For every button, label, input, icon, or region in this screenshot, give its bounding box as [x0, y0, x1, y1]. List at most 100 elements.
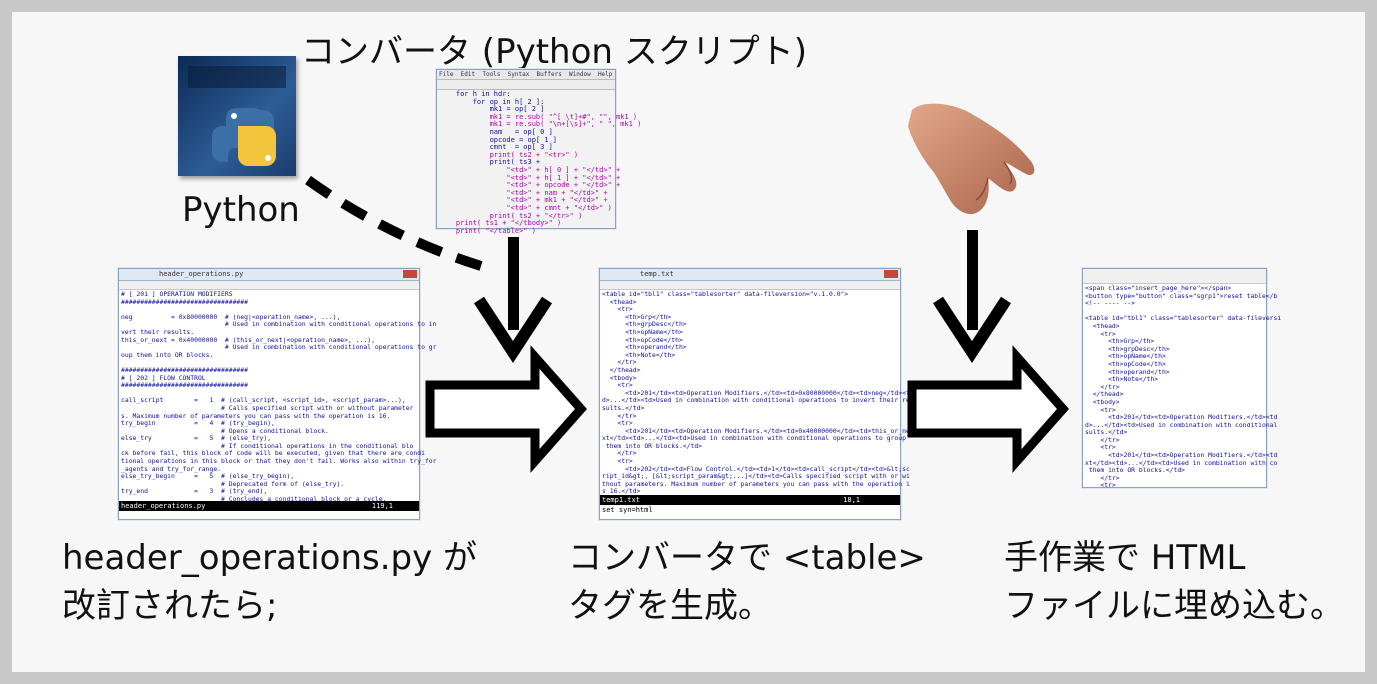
source-code-line: # Deprecated form of (else_try). — [121, 479, 345, 488]
final-code-line: <th>opName</th> — [1085, 352, 1166, 361]
output-code-line: <th>opName</th> — [602, 327, 683, 336]
converter-code-line: print( ts1 + "</tbody>" ) — [439, 219, 562, 228]
final-code-line: <th>Grp</th> — [1085, 337, 1155, 346]
final-code-line: them into OR blocks.</td> — [1085, 466, 1186, 475]
down-arrow-converter — [473, 237, 553, 363]
flow-arrows — [305, 175, 1070, 473]
converter-code-line: "<td>" + cmnt + "</td>" ) — [439, 203, 612, 212]
output-code-line: </tr> — [602, 449, 637, 458]
step2-caption: コンバータで <table> タグを生成。 — [568, 534, 926, 630]
source-window-title: header_operations.py — [159, 270, 244, 278]
source-code-line: else_try_begin = 5 # (else_try_begin), — [121, 472, 295, 481]
output-code-line: <th>grpDesc</th> — [602, 320, 687, 329]
source-code-line: ################################# — [121, 297, 248, 306]
output-status-file: temp1.txt — [602, 496, 640, 504]
source-code-line: vert their results. — [121, 327, 195, 336]
final-menubar — [1083, 269, 1266, 284]
output-window-title: temp.txt — [640, 270, 674, 278]
source-code-line: this_or_next = 0x40000000 # (this_or_nex… — [121, 335, 375, 344]
source-code-line: # Opens a conditional block. — [121, 426, 329, 435]
output-code-line: <td>201</td><td>Operation Modifiers.</td… — [602, 388, 910, 397]
converter-menu: File Edit Tools Syntax Buffers Window He… — [437, 70, 615, 80]
converter-code-line: for h in hdr: — [439, 90, 511, 98]
output-code-line: <tr> — [602, 419, 633, 428]
converter-code-line: for op in h[ 2 ]: — [439, 97, 545, 106]
close-icon[interactable] — [884, 270, 898, 278]
output-code-line: s 16.</td> — [602, 487, 641, 496]
source-code-line: try_begin = 4 # (try_begin), — [121, 419, 275, 428]
converter-code-line: "<td>" + mk1 + "</td>" + — [439, 196, 608, 205]
source-code-line: # [ 202 ] FLOW CONTROL — [121, 373, 206, 382]
right-arrow-1 — [425, 345, 588, 473]
output-code-line: them into OR blocks.</td> — [602, 441, 703, 450]
converter-code-line: "<td>" + nam + "</td>" + — [439, 188, 608, 197]
final-code-line: <tr> — [1085, 329, 1116, 338]
source-code-line: else_try = 5 # (else_try), — [121, 434, 272, 443]
converter-toolbar — [437, 80, 615, 90]
source-code-line: s. Maximum number of parameters you can … — [121, 411, 391, 420]
python-label: Python — [182, 190, 300, 230]
source-menubar — [119, 281, 419, 290]
final-code-line: <td>201</td><td>Operation Modifiers.</td… — [1085, 451, 1278, 460]
hand-icon — [908, 103, 1035, 215]
final-code-line: </thead> — [1085, 390, 1124, 399]
output-code-line: <tbody> — [602, 373, 637, 382]
converter-code-line: print( "</table>" ) — [439, 226, 536, 235]
source-code-line: # Calls specified script with or without… — [121, 403, 414, 412]
final-code-line: <td>201</td><td>Operation Modifiers.</td… — [1085, 413, 1278, 422]
python-logo-icon — [178, 56, 296, 176]
converter-code-line: mk1 = op[ 2 ] — [439, 105, 545, 114]
output-cmdline: set syn=html — [600, 505, 900, 515]
output-code-line: <th>operand</th> — [602, 343, 687, 352]
step3-line2: ファイルに埋め込む。 — [1004, 586, 1344, 626]
source-code-line: call_script = 1 # (call_script, <script_… — [121, 396, 406, 405]
output-code-line: </thead> — [602, 365, 641, 374]
final-code-line: </tr> — [1085, 382, 1120, 391]
final-code-line: <th>operand</th> — [1085, 367, 1170, 376]
source-code-line: ################################# — [121, 365, 248, 374]
converter-code-line: print( ts3 + — [439, 158, 541, 167]
output-code-line: sults.</td> — [602, 403, 645, 412]
final-code-line: <tr> — [1085, 481, 1116, 490]
final-code-line: <tr> — [1085, 405, 1116, 414]
output-code-line: <td>201</td><td>Operation Modifiers.</td… — [602, 426, 910, 435]
step2-line2: タグを生成。 — [568, 586, 772, 626]
step3-caption: 手作業で HTML ファイルに埋め込む。 — [1004, 534, 1344, 630]
close-icon[interactable] — [403, 270, 417, 278]
source-code-line: oup them into OR blocks. — [121, 350, 214, 359]
source-code-line: try_end = 3 # (try_end), — [121, 487, 268, 496]
final-code-line: <!-- ---- --> — [1085, 299, 1136, 308]
output-code-line: <th>Grp</th> — [602, 312, 672, 321]
source-code: # [ 201 ] OPERATION MODIFIERS###########… — [119, 290, 437, 505]
source-code-line: # If conditional operations in the condi… — [121, 441, 414, 450]
output-code-line: <tr> — [602, 457, 633, 466]
final-code-line: <th>Note</th> — [1085, 375, 1159, 384]
output-status-pos: 18,1 — [843, 496, 860, 504]
final-code-line: <span class="insert_page_here"></span> — [1085, 284, 1232, 292]
converter-code-line: print( ts2 + "</tr>" ) — [439, 211, 583, 220]
step1-line1: header_operations.py が — [62, 538, 478, 578]
step1-caption: header_operations.py が 改訂されたら; — [62, 534, 477, 630]
source-code-line: neg = 0x80000000 # (neg|<operation_name>… — [121, 312, 341, 321]
html-file-window: <span class="insert_page_here"></span><b… — [1082, 268, 1281, 491]
output-code-line: xt</td><td>...</td><td>Used in combinati… — [602, 434, 906, 443]
source-titlebar: header_operations.py — [119, 269, 419, 281]
source-code-line: ck before fail, this block of code will … — [121, 449, 425, 458]
source-code-line: # Concludes a conditional block or a cyc… — [121, 495, 387, 504]
final-code: <span class="insert_page_here"></span><b… — [1083, 284, 1281, 491]
final-code-line: <tbody> — [1085, 397, 1120, 406]
output-code-line: <th>Note</th> — [602, 350, 676, 359]
converter-code-line: opcode = op[ 1 ] — [439, 135, 558, 144]
output-menubar — [600, 281, 900, 290]
output-code-line: </tr> — [602, 411, 637, 420]
final-code-line: <th>opCode</th> — [1085, 359, 1166, 368]
dashed-connector — [305, 175, 496, 275]
converter-script-window: File Edit Tools Syntax Buffers Window He… — [436, 69, 641, 234]
source-status-pos: 119,1 — [371, 502, 393, 510]
final-code-line: <tr> — [1085, 443, 1116, 452]
output-code-line: </tr> — [602, 358, 637, 367]
right-arrow-2 — [907, 345, 1070, 473]
final-code-line: <th>grpDesc</th> — [1085, 344, 1170, 353]
step2-line1: コンバータで <table> — [568, 538, 926, 578]
converter-title: コンバータ (Python スクリプト) — [301, 32, 807, 72]
